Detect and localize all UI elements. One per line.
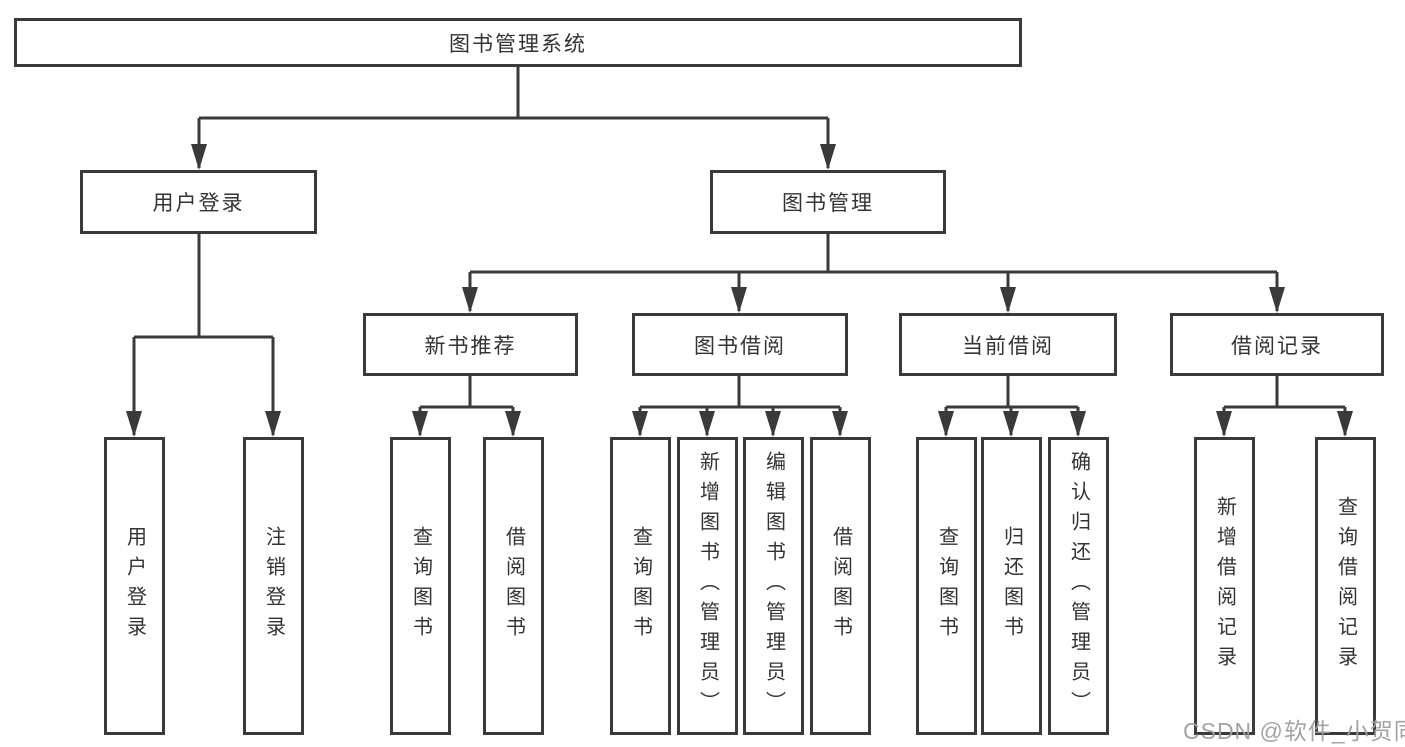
arrow-down-icon xyxy=(731,287,747,313)
csdn-watermark: CSDN @软件_小贺同学 xyxy=(1183,718,1405,744)
node-root: 图书管理系统 xyxy=(14,18,1022,67)
leaf-query-books-current-label: 查询图书 xyxy=(935,526,958,646)
arrow-down-icon xyxy=(765,411,781,437)
arrow-down-icon xyxy=(632,411,648,437)
leaf-logout: 注销登录 xyxy=(243,437,304,735)
node-user-login-label: 用户登录 xyxy=(152,192,245,215)
arrow-down-icon xyxy=(126,411,142,437)
leaf-borrow-books-recommend-label: 借阅图书 xyxy=(502,526,525,646)
arrow-down-icon xyxy=(1216,411,1232,437)
leaf-user-login: 用户登录 xyxy=(104,437,165,735)
arrow-down-icon xyxy=(462,287,478,313)
leaf-query-books-recommend: 查询图书 xyxy=(390,437,451,735)
arrow-down-icon xyxy=(412,411,428,437)
leaf-borrow-books-borrowing: 借阅图书 xyxy=(810,437,871,735)
leaf-logout-label: 注销登录 xyxy=(262,526,285,646)
node-current-borrowing-label: 当前借阅 xyxy=(962,334,1054,358)
leaf-edit-books-admin-label: 编辑图书（管理员） xyxy=(762,451,785,721)
node-borrowing-records-label: 借阅记录 xyxy=(1231,334,1323,358)
arrow-down-icon xyxy=(1337,411,1353,437)
arrow-down-icon xyxy=(505,411,521,437)
leaf-query-books-recommend-label: 查询图书 xyxy=(409,526,432,646)
leaf-query-books-borrowing-label: 查询图书 xyxy=(629,526,652,646)
leaf-add-books-admin-label: 新增图书（管理员） xyxy=(696,451,719,721)
arrow-down-icon xyxy=(265,411,281,437)
leaf-add-books-admin: 新增图书（管理员） xyxy=(677,437,738,735)
arrow-down-icon xyxy=(832,411,848,437)
leaf-confirm-return-admin: 确认归还（管理员） xyxy=(1048,437,1109,735)
leaf-return-books-label: 归还图书 xyxy=(1000,526,1023,646)
node-book-management-label: 图书管理 xyxy=(782,192,874,215)
leaf-query-borrow-record-label: 查询借阅记录 xyxy=(1334,496,1357,676)
leaf-query-books-borrowing: 查询图书 xyxy=(610,437,671,735)
leaf-query-books-current: 查询图书 xyxy=(916,437,977,735)
leaf-borrow-books-borrowing-label: 借阅图书 xyxy=(829,526,852,646)
arrow-down-icon xyxy=(938,411,954,437)
arrow-down-icon xyxy=(1070,411,1086,437)
node-root-label: 图书管理系统 xyxy=(449,32,587,56)
node-book-borrowing: 图书借阅 xyxy=(632,313,848,376)
leaf-edit-books-admin: 编辑图书（管理员） xyxy=(743,437,804,735)
leaf-borrow-books-recommend: 借阅图书 xyxy=(483,437,544,735)
arrow-down-icon xyxy=(1269,287,1285,313)
node-current-borrowing: 当前借阅 xyxy=(899,313,1117,376)
leaf-confirm-return-admin-label: 确认归还（管理员） xyxy=(1067,451,1090,721)
leaf-user-login-label: 用户登录 xyxy=(123,526,146,646)
arrow-down-icon xyxy=(1003,411,1019,437)
node-borrowing-records: 借阅记录 xyxy=(1170,313,1384,376)
node-user-login: 用户登录 xyxy=(80,170,317,234)
node-book-borrowing-label: 图书借阅 xyxy=(694,334,786,358)
arrow-down-icon xyxy=(1000,287,1016,313)
node-book-management: 图书管理 xyxy=(710,170,946,234)
leaf-query-borrow-record: 查询借阅记录 xyxy=(1315,437,1376,735)
arrow-down-icon xyxy=(191,144,207,170)
arrow-down-icon xyxy=(820,144,836,170)
leaf-add-borrow-record: 新增借阅记录 xyxy=(1194,437,1255,735)
leaf-add-borrow-record-label: 新增借阅记录 xyxy=(1213,496,1236,676)
arrow-down-icon xyxy=(699,411,715,437)
connector-paths xyxy=(132,66,1347,435)
node-new-book-recommendation-label: 新书推荐 xyxy=(424,334,517,358)
leaf-return-books: 归还图书 xyxy=(981,437,1042,735)
node-new-book-recommendation: 新书推荐 xyxy=(363,313,578,376)
